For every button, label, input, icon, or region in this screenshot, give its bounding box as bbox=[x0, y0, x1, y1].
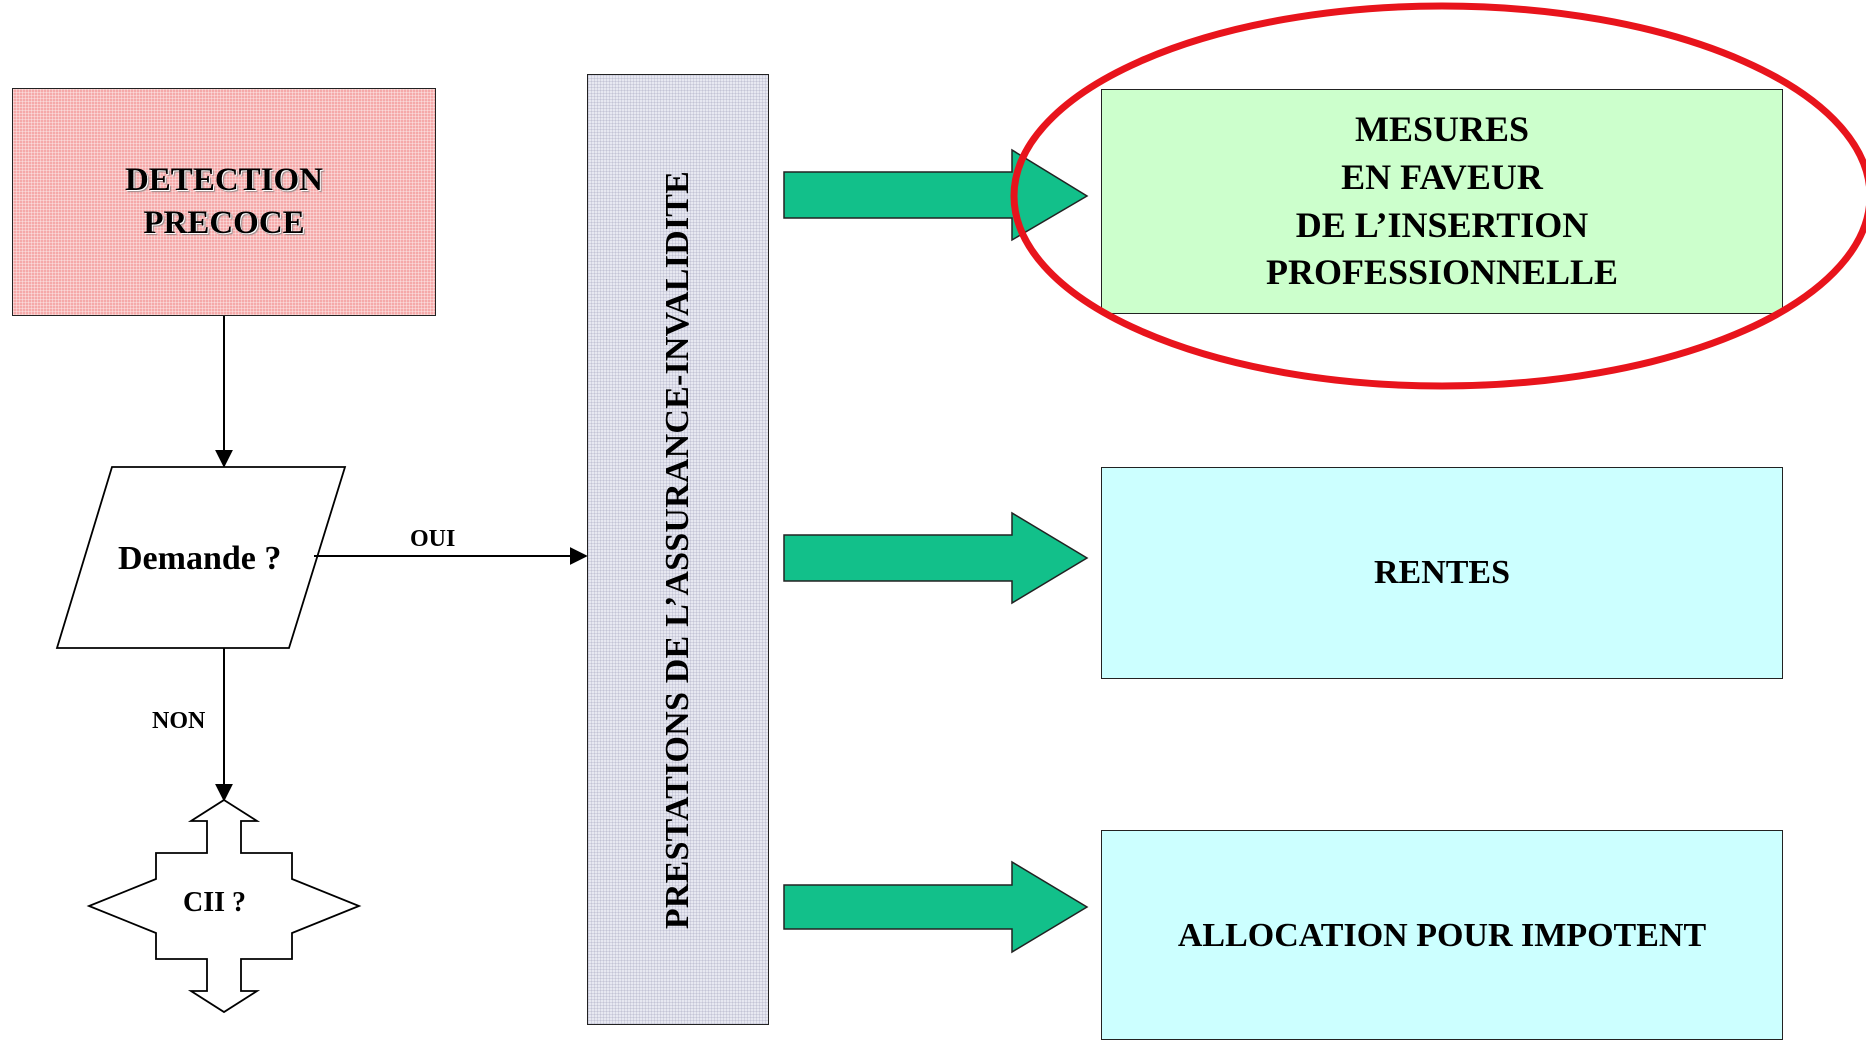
demande-label: Demande ? bbox=[118, 540, 282, 577]
demande-shape bbox=[55, 466, 347, 649]
block-arrow-rentes bbox=[783, 511, 1089, 605]
rentes-box: RENTES bbox=[1101, 467, 1783, 679]
cii-label: CII ? bbox=[183, 887, 247, 918]
prestations-label: PRESTATIONS DE L’ASSURANCE-INVALIDITE bbox=[659, 170, 696, 929]
mesures-box: MESURES EN FAVEUR DE L’INSERTION PROFESS… bbox=[1101, 89, 1783, 314]
detection-line-1: DETECTION bbox=[124, 162, 324, 199]
prestations-box: PRESTATIONS DE L’ASSURANCE-INVALIDITE bbox=[587, 74, 769, 1025]
allocation-box: ALLOCATION POUR IMPOTENT bbox=[1101, 830, 1783, 1040]
mesures-line-3: DE L’INSERTION bbox=[1295, 204, 1589, 245]
allocation-label: ALLOCATION POUR IMPOTENT bbox=[1177, 917, 1707, 954]
cii-quad-arrow-shape bbox=[86, 798, 362, 1014]
non-label: NON bbox=[152, 708, 206, 734]
detection-precoce-box: DETECTION PRECOCE bbox=[12, 88, 436, 316]
block-arrow-mesures bbox=[783, 148, 1089, 242]
mesures-line-1: MESURES bbox=[1354, 109, 1530, 150]
rentes-label: RENTES bbox=[1373, 554, 1511, 591]
mesures-line-2: EN FAVEUR bbox=[1341, 156, 1543, 197]
detection-line-2: PRECOCE bbox=[143, 205, 305, 241]
oui-label: OUI bbox=[410, 526, 456, 552]
block-arrow-allocation bbox=[783, 860, 1089, 954]
mesures-line-4: PROFESSIONNELLE bbox=[1265, 252, 1619, 293]
